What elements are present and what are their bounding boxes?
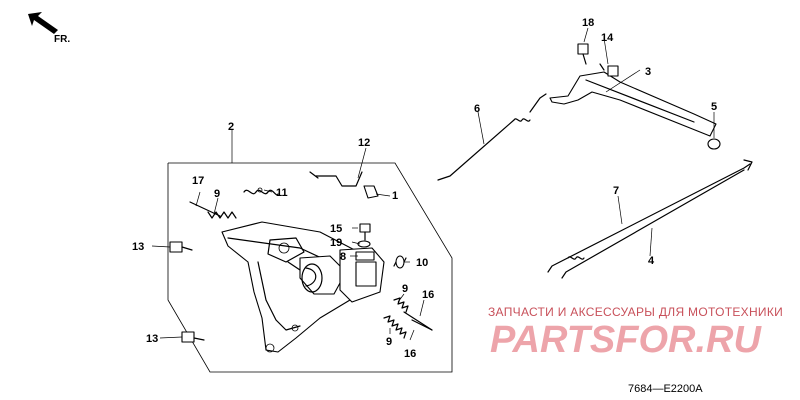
throttle-rod — [437, 93, 547, 181]
watermark-tagline: ЗАПЧАСТИ И АКСЕССУАРЫ ДЛЯ МОТОТЕХНИКИ — [488, 305, 783, 319]
lever-assembly — [267, 237, 385, 303]
callout-15: 15 — [330, 223, 342, 235]
watermark: ЗАПЧАСТИ И АКСЕССУАРЫ ДЛЯ МОТОТЕХНИКИ PA… — [488, 305, 783, 361]
callout-3: 3 — [645, 66, 651, 78]
watermark-logo: PARTSFOR.RU — [490, 319, 762, 361]
callout-18: 18 — [582, 17, 594, 29]
callout-9-right: 9 — [402, 283, 408, 295]
callout-14: 14 — [601, 32, 614, 44]
choke-rod — [309, 171, 379, 199]
callout-13-lower: 13 — [146, 333, 158, 345]
callout-7: 7 — [613, 185, 619, 197]
callout-5: 5 — [711, 101, 717, 113]
callout-19: 19 — [330, 237, 342, 249]
control-lever — [549, 43, 721, 150]
front-label: FR. — [54, 34, 70, 45]
small-fasteners — [355, 223, 375, 261]
control-bracket — [221, 221, 373, 353]
diagram-code: 7684—E2200A — [628, 383, 703, 395]
callout-16-lower: 16 — [404, 348, 416, 360]
callout-10: 10 — [416, 257, 428, 269]
callout-1: 1 — [392, 190, 398, 202]
callout-6: 6 — [474, 103, 480, 115]
callout-11: 11 — [276, 187, 288, 199]
callout-17: 17 — [192, 175, 204, 187]
callout-2: 2 — [228, 121, 234, 133]
springs — [189, 187, 433, 339]
callout-8: 8 — [340, 251, 346, 263]
callout-16-right: 16 — [422, 289, 434, 301]
leader-lines — [151, 27, 715, 341]
callout-9-lower: 9 — [386, 336, 392, 348]
callout-labels: 1 2 3 4 5 6 7 8 9 9 9 10 11 12 13 13 14 … — [132, 17, 717, 360]
front-direction-arrow: FR. — [28, 12, 70, 45]
long-rods — [547, 159, 753, 279]
callout-4: 4 — [648, 255, 655, 267]
callout-13-upper: 13 — [132, 241, 144, 253]
callout-9-upper: 9 — [214, 188, 220, 200]
assembly-outline — [167, 162, 453, 373]
flange-bolts — [169, 241, 205, 343]
callout-12: 12 — [358, 137, 370, 149]
